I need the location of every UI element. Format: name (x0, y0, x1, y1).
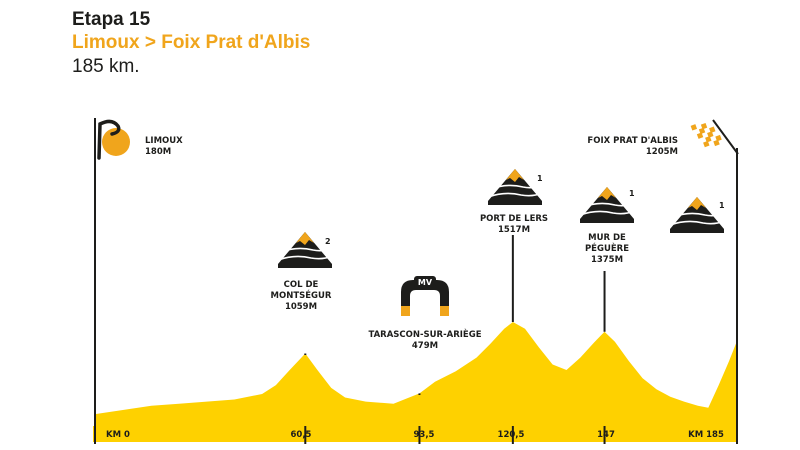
stage-distance: 185 km. (72, 56, 140, 77)
climb-category: 1 (719, 201, 725, 210)
point-label-mur-de-peguere: 1375M (591, 255, 623, 265)
mountain-icon (669, 196, 725, 234)
tick-label: 60,5 (291, 430, 312, 440)
tick-label: 93,5 (414, 430, 435, 440)
point-label-montsegur: 1059M (285, 302, 317, 312)
point-label-foix: 1205M (646, 147, 678, 157)
point-label-foix: FOIX PRAT D'ALBIS (587, 136, 678, 146)
point-label-limoux: LIMOUX (145, 136, 183, 146)
sprint-arch-icon (401, 276, 449, 316)
mountain-icon (487, 168, 543, 206)
route-title: Limoux > Foix Prat d'Albis (72, 32, 311, 53)
point-label-mur-de-peguere: PÉGUÈRE (585, 242, 629, 254)
point-label-port-de-lers: PORT DE LERS (480, 214, 548, 224)
climb-category: 2 (325, 237, 331, 246)
profile-base (93, 426, 738, 442)
stage-title: Etapa 15 (72, 9, 151, 30)
point-label-montsegur: MONTSÉGUR (271, 289, 332, 301)
tick-label: KM 0 (106, 430, 130, 440)
tick-label: 147 (597, 430, 615, 440)
mountain-icon (277, 231, 333, 269)
point-label-mur-de-peguere: MUR DE (588, 233, 626, 243)
point-label-tarascon: 479M (412, 341, 438, 351)
mountain-icon (579, 186, 635, 224)
point-label-tarascon: TARASCON-SUR-ARIÈGE (368, 328, 481, 340)
sprint-badge-label: MV (418, 278, 433, 287)
point-label-port-de-lers: 1517M (498, 225, 530, 235)
tick-label: 120,5 (498, 430, 525, 440)
point-label-limoux: 180M (145, 147, 171, 157)
tick-label: KM 185 (688, 430, 724, 440)
climb-category: 1 (629, 189, 635, 198)
checkered-flag-icon (690, 119, 739, 155)
stage-header: Etapa 15 Limoux > Foix Prat d'Albis 185 … (72, 8, 310, 79)
profile-area (96, 322, 736, 426)
climb-category: 1 (537, 174, 543, 183)
start-logo-icon (97, 119, 130, 160)
point-label-montsegur: COL DE (284, 280, 319, 290)
